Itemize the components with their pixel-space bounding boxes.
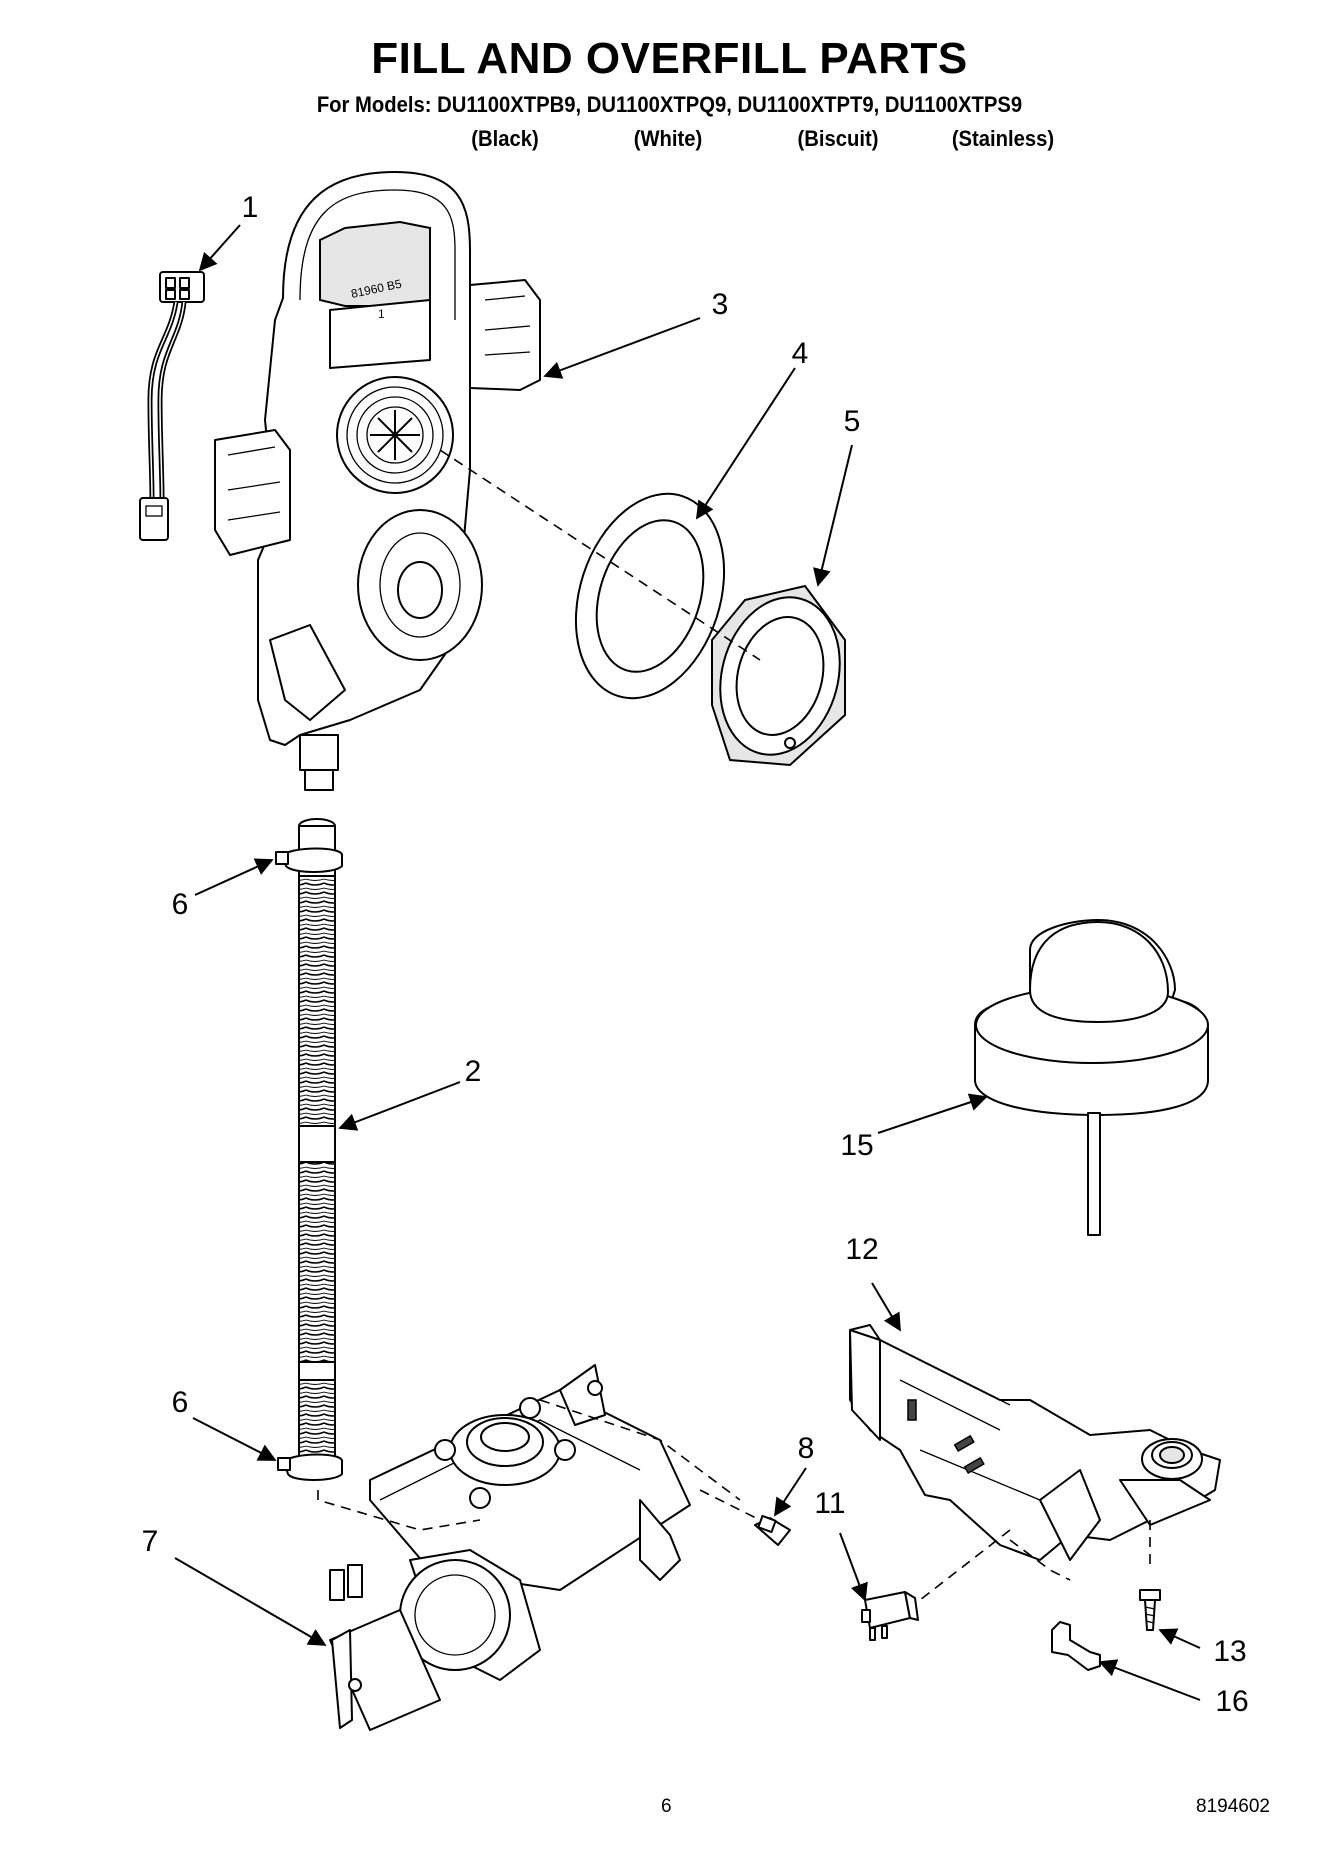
float-part: [974, 919, 1209, 1236]
callout-12: 12: [845, 1233, 879, 1266]
leader-15: [877, 1093, 988, 1134]
alignment-line-valve-bracket: [539, 1399, 741, 1501]
callout-1: 1: [241, 191, 259, 224]
color-label-white: (White): [633, 126, 703, 151]
callout-7: 7: [141, 1525, 159, 1558]
document-number: 8194602: [1196, 1796, 1270, 1817]
leader-16: [1098, 1659, 1201, 1701]
leader-5: [813, 444, 853, 587]
alignment-line-hose-valve: [317, 1490, 481, 1531]
fill-housing-part: [214, 171, 541, 791]
leader-12: [871, 1282, 901, 1332]
callout-2: 2: [464, 1055, 482, 1088]
callout-16: 16: [1215, 1685, 1249, 1718]
callout-15: 15: [840, 1129, 874, 1162]
leader-6a: [194, 858, 274, 896]
color-label-biscuit: (Biscuit): [797, 126, 879, 151]
leader-11: [839, 1532, 868, 1602]
color-label-stainless: (Stainless): [951, 126, 1055, 151]
callout-11: 11: [814, 1487, 846, 1520]
float-switch-bracket-part: [849, 1324, 1221, 1561]
water-valve-part: [329, 1364, 691, 1731]
gasket-ring-part: [574, 492, 726, 700]
leader-4: [696, 367, 796, 520]
callout-6-upper: 6: [171, 888, 189, 921]
callout-8: 8: [797, 1432, 815, 1465]
leader-3: [543, 317, 701, 379]
page-number: 6: [661, 1796, 672, 1817]
leader-1: [198, 224, 241, 272]
alignment-line-upper: [439, 449, 761, 661]
callout-6-lower: 6: [171, 1386, 189, 1419]
fill-hose-part: [298, 818, 336, 1473]
hose-clamp-upper-part: [275, 847, 343, 873]
mounting-nut-part: [711, 584, 846, 767]
screw-part: [754, 1514, 791, 1546]
models-line: For Models: DU1100XTPB9, DU1100XTPQ9, DU…: [316, 92, 1023, 117]
lever-part: [1051, 1621, 1101, 1671]
leader-7: [174, 1557, 327, 1646]
micro-switch-part: [861, 1591, 919, 1641]
callout-4: 4: [791, 337, 809, 370]
leader-8: [774, 1467, 807, 1517]
hose-clamp-lower-part: [277, 1453, 343, 1481]
callout-13: 13: [1213, 1635, 1247, 1668]
callout-5: 5: [843, 405, 861, 438]
leader-2: [338, 1081, 461, 1131]
screw-13-part: [1139, 1589, 1161, 1631]
color-label-black: (Black): [471, 126, 539, 151]
leader-13: [1158, 1628, 1201, 1649]
callout-3: 3: [711, 288, 729, 321]
wire-harness-part: [139, 271, 205, 541]
housing-stamp-number: 1: [378, 307, 385, 321]
alignment-line-screw: [699, 1489, 761, 1521]
page-title: FILL AND OVERFILL PARTS: [371, 34, 968, 83]
leader-6b: [192, 1417, 277, 1461]
callout-leaders: [174, 224, 1201, 1701]
